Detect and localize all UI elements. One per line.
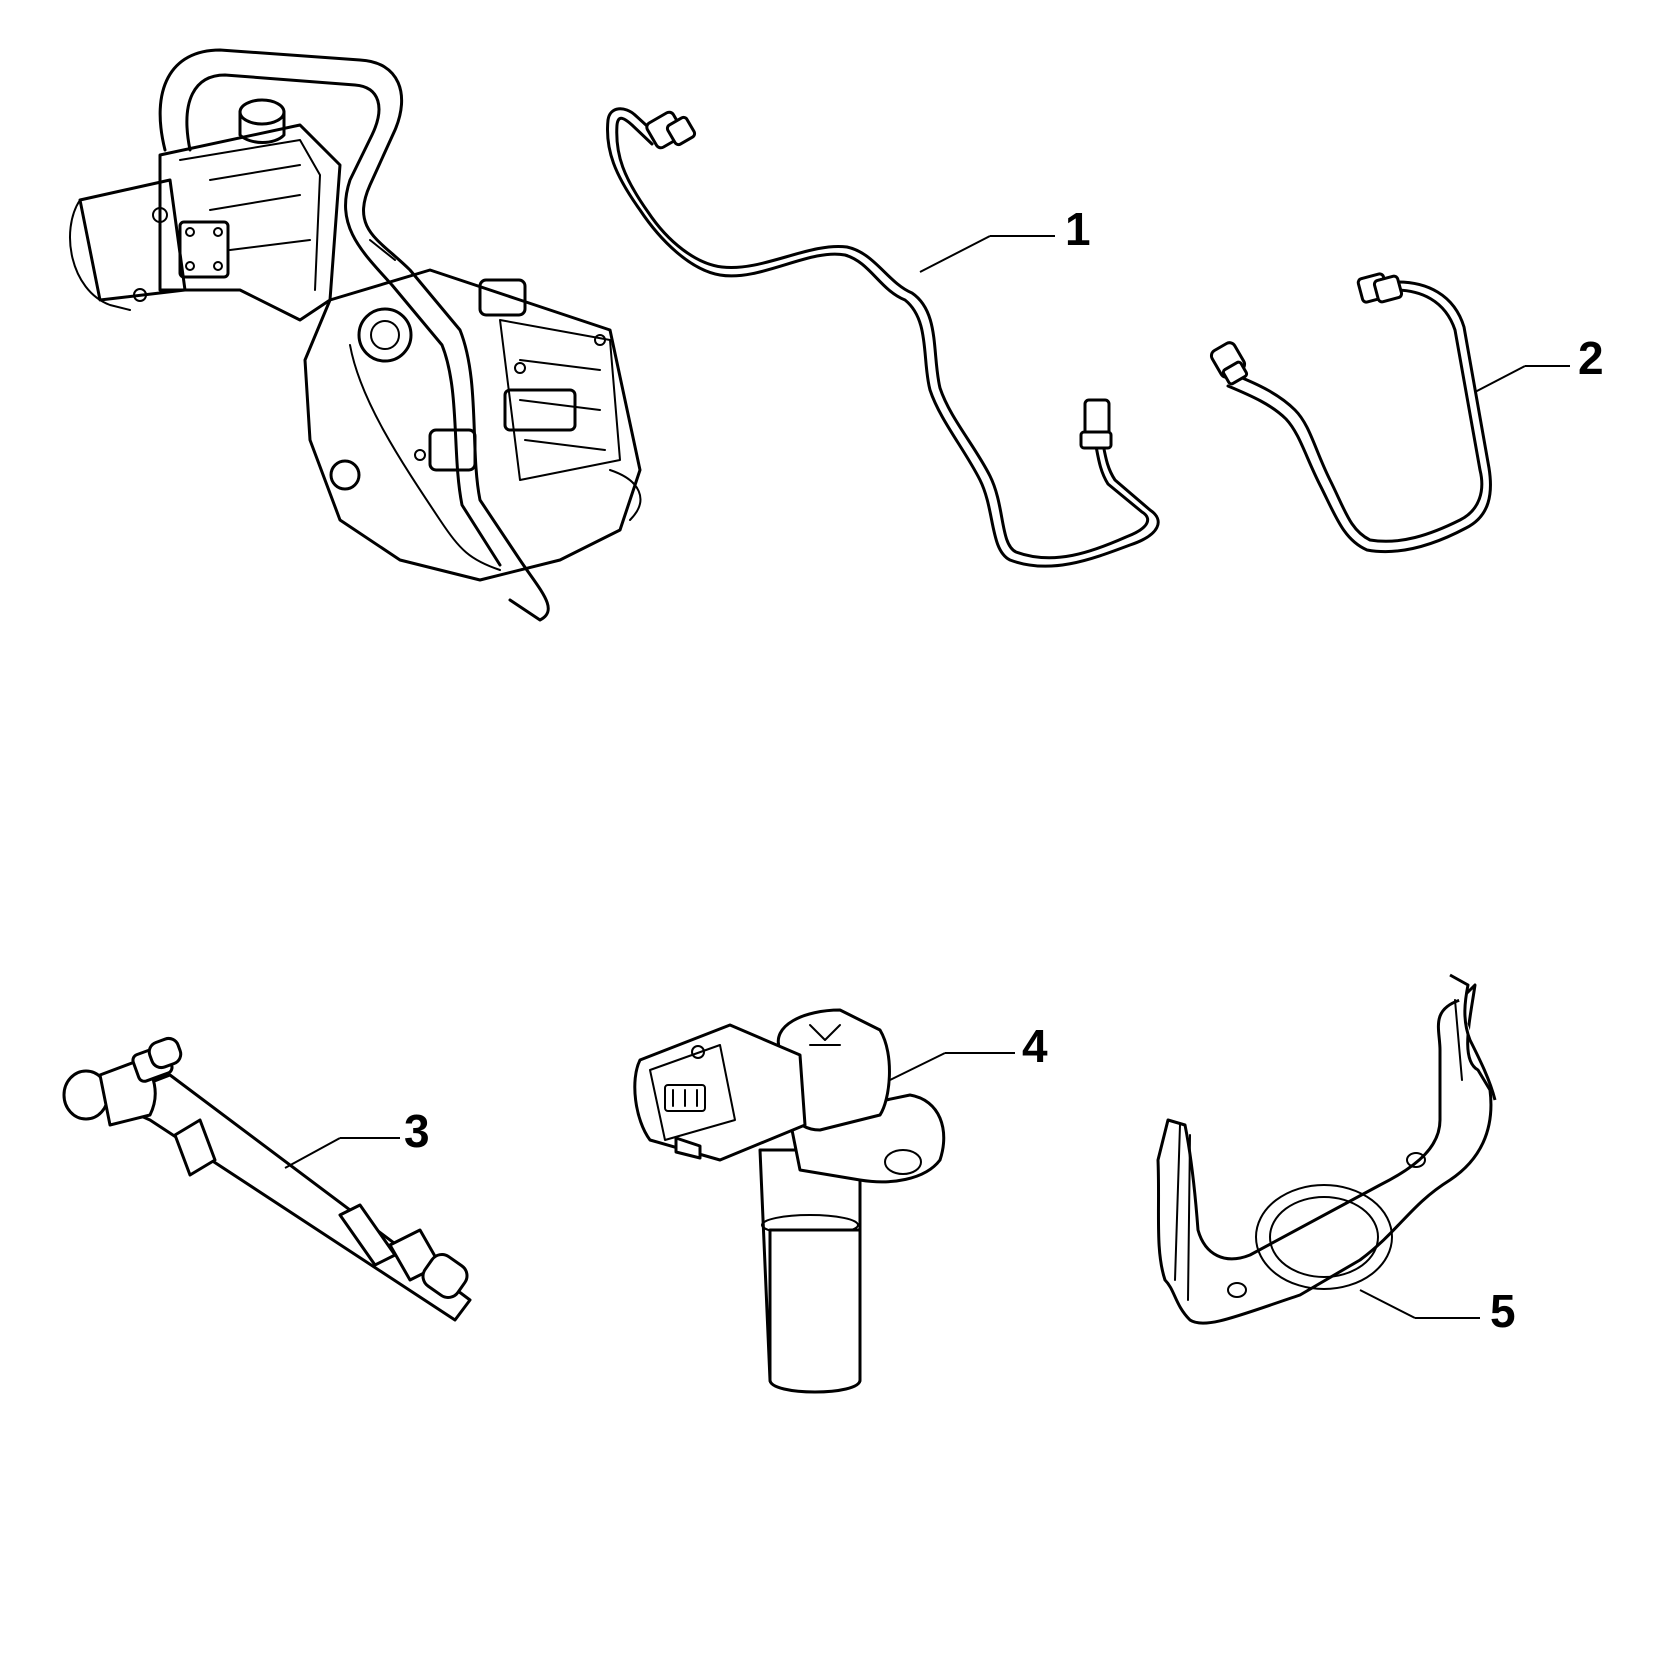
part-1-fuel-pipe: 1 bbox=[606, 107, 1160, 568]
part-3-pipe: 3 bbox=[62, 1036, 472, 1322]
fuel-pump-assembly bbox=[69, 48, 642, 622]
part-5-gasket: 5 bbox=[1156, 973, 1516, 1337]
callout-1: 1 bbox=[1065, 203, 1091, 255]
callout-2: 2 bbox=[1578, 332, 1604, 384]
callout-5: 5 bbox=[1490, 1285, 1516, 1337]
part-4-sensor: 4 bbox=[633, 1008, 1048, 1394]
callout-4: 4 bbox=[1022, 1020, 1048, 1072]
part-2-fuel-pipe: 2 bbox=[1209, 272, 1604, 554]
callout-3: 3 bbox=[404, 1105, 430, 1157]
